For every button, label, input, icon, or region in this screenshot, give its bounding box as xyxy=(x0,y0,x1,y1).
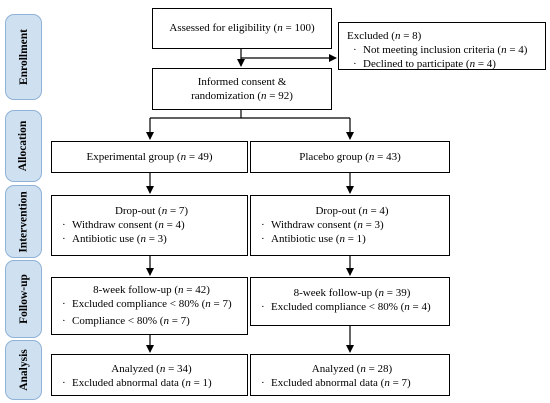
assessed-label: Assessed for eligibility (n = 100) xyxy=(169,22,315,35)
followup-left-title: 8-week follow-up (n = 42) xyxy=(93,284,210,296)
phase-analysis: Analysis xyxy=(5,340,42,400)
phase-allocation: Allocation xyxy=(5,110,42,182)
excluded-reason: Not meeting inclusion criteria (n = 4) xyxy=(347,43,545,57)
followup-right-reason: Excluded compliance < 80% (n = 4) xyxy=(255,300,449,314)
phase-follow-up: Follow-up xyxy=(5,260,42,338)
consent-label: Informed consent & randomization (n = 92… xyxy=(191,75,293,102)
followup-right-title: 8-week follow-up (n = 39) xyxy=(293,287,411,299)
placebo-group-box: Placebo group (n = 43) xyxy=(250,141,450,173)
followup-left-reason: Compliance < 80% (n = 7) xyxy=(56,314,247,328)
dropout-left-reason: Withdraw consent (n = 4) xyxy=(56,218,247,232)
dropout-left-box: Drop-out (n = 7) Withdraw consent (n = 4… xyxy=(51,195,248,256)
experimental-group-label: Experimental group (n = 49) xyxy=(86,150,213,163)
excluded-title: Excluded (n = 8) xyxy=(347,30,422,42)
phase-enrollment: Enrollment xyxy=(5,14,42,100)
dropout-left-reason: Antibiotic use (n = 3) xyxy=(56,232,247,246)
assessed-box: Assessed for eligibility (n = 100) xyxy=(152,8,332,49)
phase-intervention: Intervention xyxy=(5,185,42,258)
dropout-left-title: Drop-out (n = 7) xyxy=(114,205,189,217)
analysis-left-box: Analyzed (n = 34) Excluded abnormal data… xyxy=(51,354,248,396)
excluded-reason: Declined to participate (n = 4) xyxy=(347,57,545,71)
followup-left-reason: Excluded compliance < 80% (n = 7) xyxy=(56,297,247,311)
analysis-left-title: Analyzed (n = 34) xyxy=(111,363,192,375)
placebo-group-label: Placebo group (n = 43) xyxy=(299,150,401,163)
analysis-left-reason: Excluded abnormal data (n = 1) xyxy=(56,376,247,390)
followup-right-box: 8-week follow-up (n = 39) Excluded compl… xyxy=(250,277,450,326)
analysis-right-box: Analyzed (n = 28) Excluded abnormal data… xyxy=(250,354,450,396)
followup-left-box: 8-week follow-up (n = 42) Excluded compl… xyxy=(51,277,248,335)
dropout-right-reason: Withdraw consent (n = 3) xyxy=(255,218,449,232)
dropout-right-title: Drop-out (n = 4) xyxy=(315,205,389,217)
dropout-right-box: Drop-out (n = 4) Withdraw consent (n = 3… xyxy=(250,195,450,256)
excluded-box: Excluded (n = 8) Not meeting inclusion c… xyxy=(338,22,546,70)
consent-box: Informed consent & randomization (n = 92… xyxy=(152,68,332,110)
analysis-right-reason: Excluded abnormal data (n = 7) xyxy=(255,376,449,390)
dropout-right-reason: Antibiotic use (n = 1) xyxy=(255,232,449,246)
experimental-group-box: Experimental group (n = 49) xyxy=(51,141,248,173)
analysis-right-title: Analyzed (n = 28) xyxy=(311,363,393,375)
